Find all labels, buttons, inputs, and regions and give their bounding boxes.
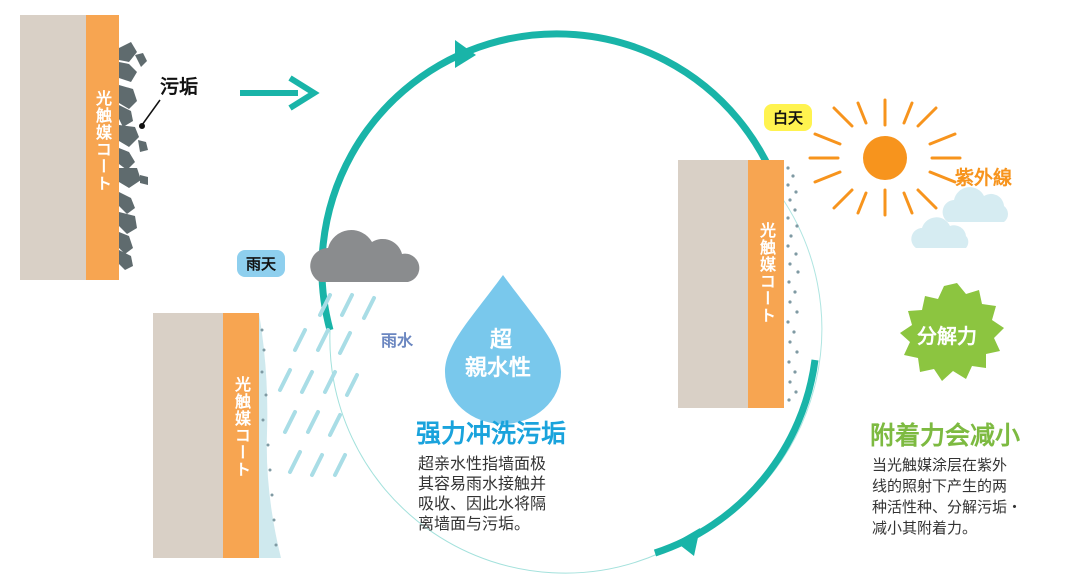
wall (678, 160, 750, 408)
wash-description: 超亲水性指墙面极 其容易雨水接触并 吸收、因此水将隔 离墙面与污垢。 (418, 454, 546, 534)
coat-layer (748, 160, 784, 408)
coat-label-right: 光触媒コート (757, 222, 776, 324)
dirt-label: 污垢 (160, 76, 199, 98)
rainy-pill: 雨天 (237, 250, 286, 277)
uv-label: 紫外線 (955, 167, 1013, 189)
dirt-particles (119, 42, 148, 270)
cloud-icon (911, 187, 1009, 248)
decompose-badge-shape (900, 283, 1004, 381)
decompose-badge-label: 分解力 (917, 324, 977, 348)
coat-label-top-left: 光触媒コート (93, 90, 112, 192)
water-film (259, 313, 281, 558)
right-arrow-icon (240, 75, 320, 111)
dirt-pointer-line (141, 99, 161, 126)
wall (20, 15, 88, 280)
coat-layer (86, 15, 119, 280)
rain-streaks (278, 293, 376, 477)
wash-line: 超亲水性指墙面极 (418, 454, 547, 473)
coat-label-bottom-left: 光触媒コート (232, 376, 251, 478)
adhesion-line: 种活性种、分解污垢・ (872, 498, 1023, 516)
decomposed-particles (786, 166, 800, 402)
rain-cloud-icon (310, 230, 420, 282)
panel-top-left (20, 15, 161, 280)
rainwater-label: 雨水 (381, 331, 414, 350)
drop-label-line1: 超 (490, 328, 513, 353)
cycle-arrowhead-bottom (676, 528, 700, 556)
cycle-circle (318, 30, 823, 574)
wash-title: 强力冲洗污垢 (416, 419, 567, 448)
adhesion-line: 线的照射下产生的两 (872, 477, 1008, 495)
panel-bottom-left (153, 313, 281, 558)
adhesion-description: 当光触媒涂层在紫外 线的照射下产生的两 种活性种、分解污垢・ 减小其附着力。 (872, 455, 1022, 539)
wall (153, 313, 225, 558)
cycle-arrowhead-top (455, 40, 476, 68)
daytime-pill: 白天 (764, 104, 813, 131)
coat-layer (223, 313, 259, 558)
wash-line: 离墙面与污垢。 (418, 514, 531, 533)
adhesion-line: 减小其附着力。 (872, 519, 978, 537)
wash-line: 其容易雨水接触并 (418, 474, 547, 493)
sun-icon (808, 98, 962, 217)
panel-right (678, 160, 800, 408)
adhesion-title: 附着力会减小 (870, 421, 1021, 450)
drop-label-line2: 親水性 (465, 356, 532, 381)
adhesion-line: 当光触媒涂层在紫外 (872, 456, 1008, 474)
water-drop-icon (445, 275, 561, 424)
wash-line: 吸收、因此水将隔 (418, 494, 547, 513)
